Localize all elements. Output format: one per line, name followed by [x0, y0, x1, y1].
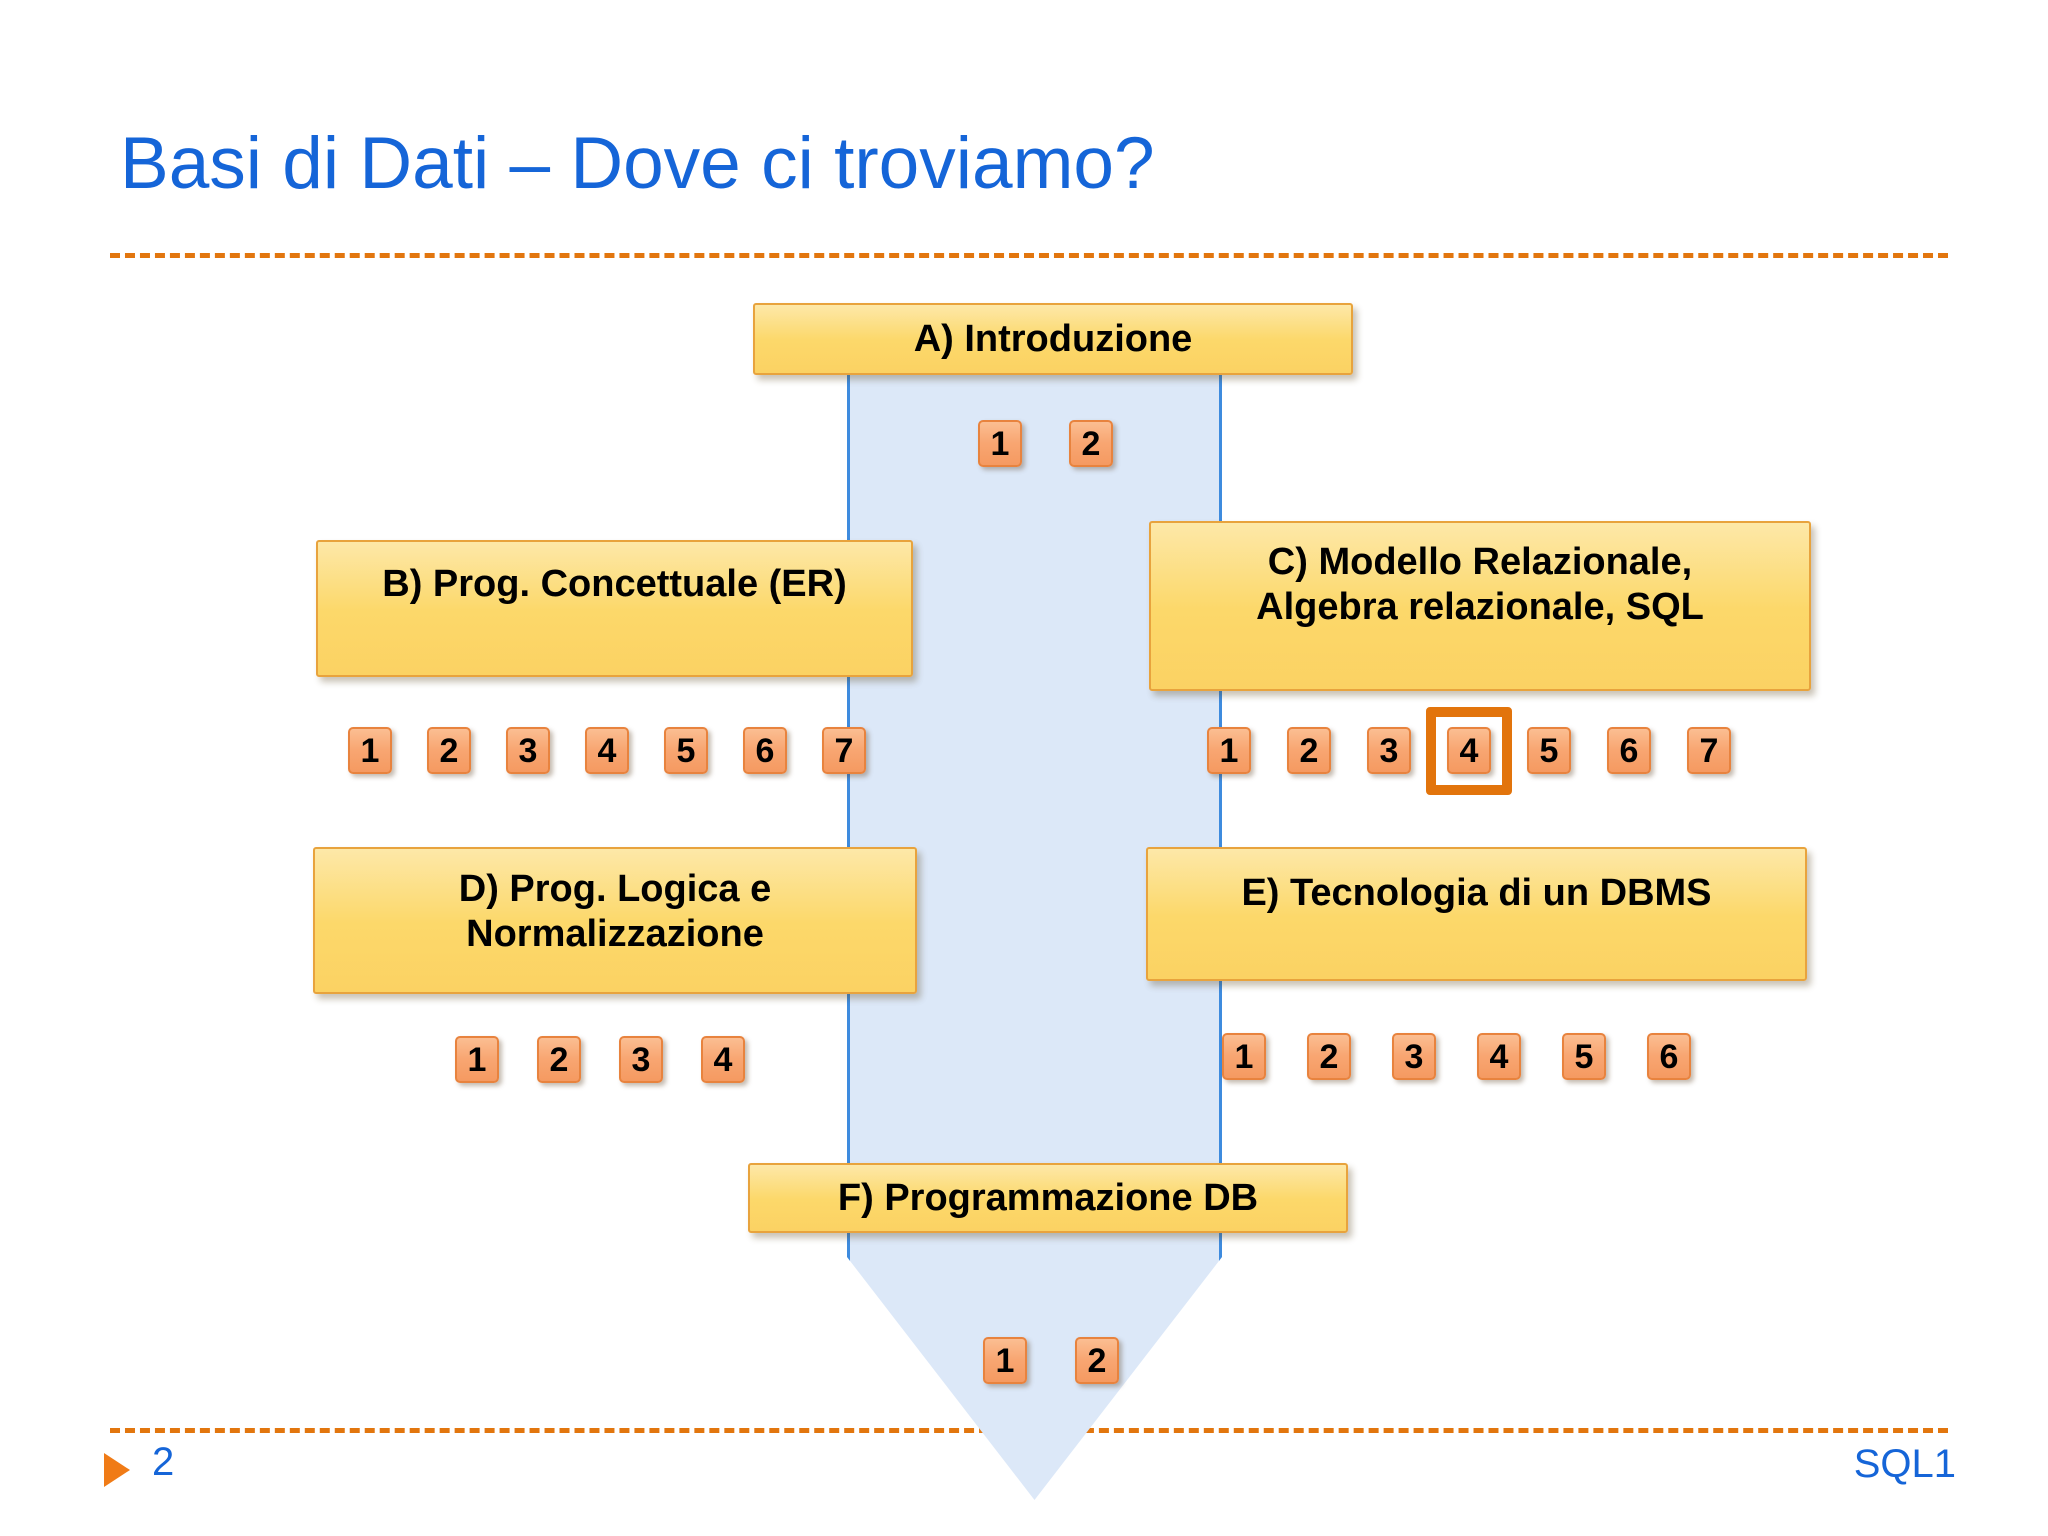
badge-e-4[interactable]: 4 — [1477, 1033, 1521, 1080]
section-box-c-line1: C) Modello Relazionale, — [1267, 541, 1693, 583]
badge-slot[interactable]: 4 — [701, 1036, 745, 1083]
section-box-d-line1: D) Prog. Logica e — [458, 868, 772, 910]
badge-e-5[interactable]: 5 — [1562, 1033, 1606, 1080]
badge-slot[interactable]: 1 — [455, 1036, 499, 1083]
badge-c-1[interactable]: 1 — [1207, 727, 1251, 774]
triangle-bullet-icon — [104, 1453, 130, 1487]
badge-slot[interactable]: 3 — [1367, 727, 1411, 774]
section-box-d-line2: Normalizzazione — [466, 912, 764, 955]
badge-slot[interactable]: 2 — [1075, 1337, 1119, 1384]
badge-e-3[interactable]: 3 — [1392, 1033, 1436, 1080]
badge-slot[interactable]: 1 — [983, 1337, 1027, 1384]
badge-slot[interactable]: 2 — [427, 727, 471, 774]
section-box-e-label: E) Tecnologia di un DBMS — [1241, 872, 1712, 914]
badge-c-2[interactable]: 2 — [1287, 727, 1331, 774]
section-box-c-line2: Algebra relazionale, SQL — [1256, 585, 1704, 628]
badge-slot[interactable]: 3 — [1392, 1033, 1436, 1080]
badge-slot[interactable]: 3 — [506, 727, 550, 774]
page-number: 2 — [152, 1440, 175, 1484]
badge-row-f: 1 2 — [983, 1337, 1119, 1384]
section-box-a-label: A) Introduzione — [913, 317, 1193, 360]
badge-row-e: 1 2 3 4 5 6 — [1222, 1033, 1691, 1080]
section-box-f-label: F) Programmazione DB — [837, 1176, 1259, 1219]
badge-slot[interactable]: 6 — [743, 727, 787, 774]
badge-slot-highlighted[interactable]: 4 — [1447, 727, 1491, 774]
badge-a-1[interactable]: 1 — [978, 420, 1022, 467]
badge-b-6[interactable]: 6 — [743, 727, 787, 774]
badge-c-3[interactable]: 3 — [1367, 727, 1411, 774]
badge-c-6[interactable]: 6 — [1607, 727, 1651, 774]
badge-row-b: 1 2 3 4 5 6 7 — [348, 727, 866, 774]
badge-b-5[interactable]: 5 — [664, 727, 708, 774]
section-box-e[interactable]: E) Tecnologia di un DBMS — [1146, 847, 1807, 981]
badge-row-d: 1 2 3 4 — [455, 1036, 745, 1083]
badge-slot[interactable]: 4 — [585, 727, 629, 774]
badge-e-2[interactable]: 2 — [1307, 1033, 1351, 1080]
badge-slot[interactable]: 1 — [978, 420, 1022, 467]
badge-c-4[interactable]: 4 — [1447, 727, 1491, 774]
section-box-c[interactable]: C) Modello Relazionale, Algebra relazion… — [1149, 521, 1811, 691]
badge-b-2[interactable]: 2 — [427, 727, 471, 774]
badge-b-1[interactable]: 1 — [348, 727, 392, 774]
badge-row-c: 1 2 3 4 5 6 7 — [1207, 727, 1731, 774]
badge-b-3[interactable]: 3 — [506, 727, 550, 774]
section-box-c-label: C) Modello Relazionale, Algebra relazion… — [1151, 540, 1809, 630]
badge-d-4[interactable]: 4 — [701, 1036, 745, 1083]
deck-label: SQL1 — [1853, 1442, 1956, 1486]
badge-slot[interactable]: 4 — [1477, 1033, 1521, 1080]
badge-slot[interactable]: 2 — [1069, 420, 1113, 467]
section-box-d-label: D) Prog. Logica e Normalizzazione — [315, 867, 915, 957]
badge-slot[interactable]: 6 — [1647, 1033, 1691, 1080]
badge-slot[interactable]: 1 — [1222, 1033, 1266, 1080]
badge-b-4[interactable]: 4 — [585, 727, 629, 774]
badge-slot[interactable]: 5 — [1562, 1033, 1606, 1080]
badge-e-1[interactable]: 1 — [1222, 1033, 1266, 1080]
badge-d-1[interactable]: 1 — [455, 1036, 499, 1083]
badge-slot[interactable]: 6 — [1607, 727, 1651, 774]
badge-row-a: 1 2 — [978, 420, 1113, 467]
badge-d-3[interactable]: 3 — [619, 1036, 663, 1083]
section-box-f[interactable]: F) Programmazione DB — [748, 1163, 1348, 1233]
badge-c-5[interactable]: 5 — [1527, 727, 1571, 774]
badge-slot[interactable]: 7 — [1687, 727, 1731, 774]
section-box-a[interactable]: A) Introduzione — [753, 303, 1353, 375]
badge-b-7[interactable]: 7 — [822, 727, 866, 774]
badge-slot[interactable]: 5 — [1527, 727, 1571, 774]
badge-slot[interactable]: 5 — [664, 727, 708, 774]
badge-slot[interactable]: 7 — [822, 727, 866, 774]
badge-a-2[interactable]: 2 — [1069, 420, 1113, 467]
badge-slot[interactable]: 2 — [537, 1036, 581, 1083]
badge-f-1[interactable]: 1 — [983, 1337, 1027, 1384]
badge-c-7[interactable]: 7 — [1687, 727, 1731, 774]
badge-slot[interactable]: 1 — [348, 727, 392, 774]
badge-slot[interactable]: 1 — [1207, 727, 1251, 774]
top-divider-rule — [110, 253, 1948, 258]
page-title: Basi di Dati – Dove ci troviamo? — [120, 123, 1155, 204]
badge-d-2[interactable]: 2 — [537, 1036, 581, 1083]
section-box-d[interactable]: D) Prog. Logica e Normalizzazione — [313, 847, 917, 994]
section-box-b[interactable]: B) Prog. Concettuale (ER) — [316, 540, 913, 677]
section-box-b-label: B) Prog. Concettuale (ER) — [382, 563, 847, 605]
badge-e-6[interactable]: 6 — [1647, 1033, 1691, 1080]
badge-slot[interactable]: 2 — [1287, 727, 1331, 774]
badge-f-2[interactable]: 2 — [1075, 1337, 1119, 1384]
badge-slot[interactable]: 3 — [619, 1036, 663, 1083]
badge-slot[interactable]: 2 — [1307, 1033, 1351, 1080]
